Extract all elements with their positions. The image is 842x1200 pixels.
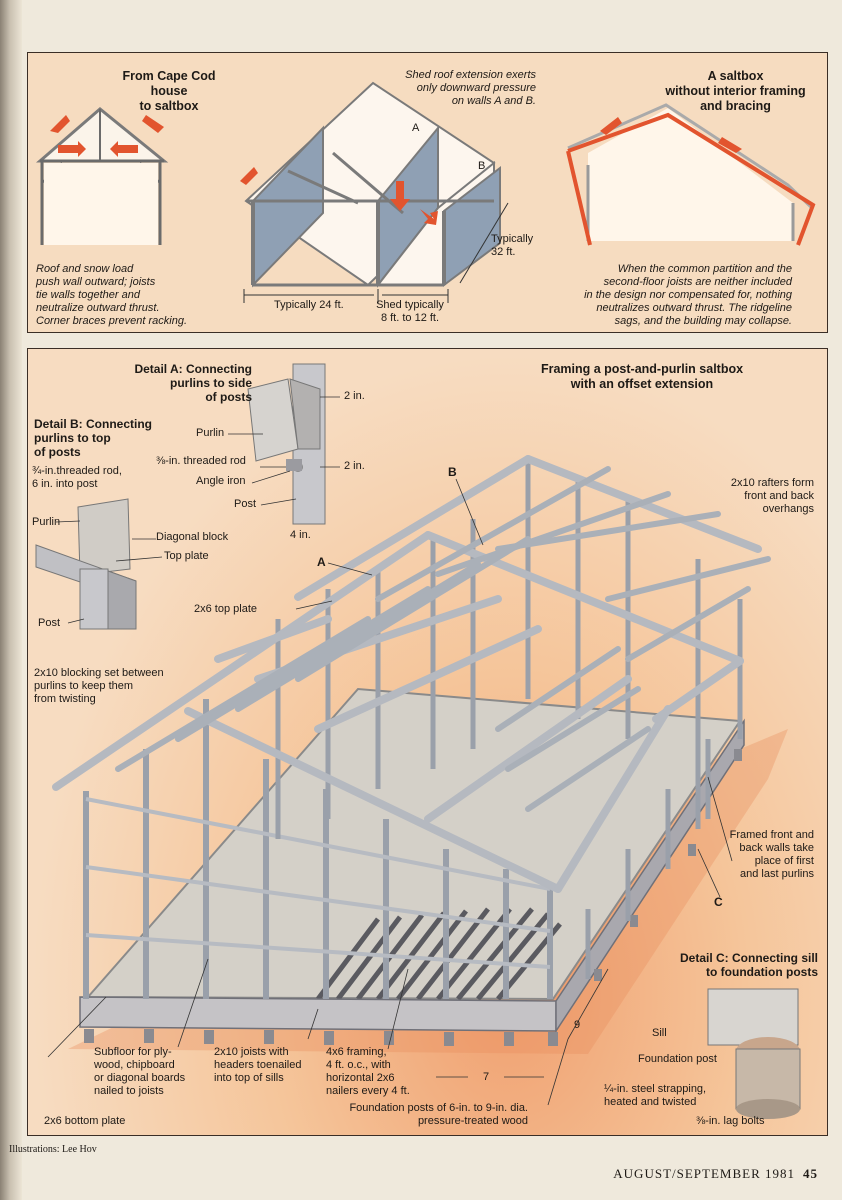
detail-a-rod: ⅜-in. threaded rod [156,455,246,467]
label-joists: 2x10 joists with headers toenailed into … [214,1046,302,1084]
label-bottom-plate: 2x6 bottom plate [44,1115,126,1127]
label-subfloor: Subfloor for ply- wood, chipboard or dia… [94,1046,186,1097]
detail-c-sill: Sill [652,1027,667,1039]
top-diagrams [35,81,816,303]
detail-a-dim-2in-mid: 2 in. [344,460,365,472]
shed-caption: Shed roof extension exerts only downward… [405,69,536,107]
detail-c-lag-bolts: ⅜-in. lag bolts [696,1115,765,1127]
dim-typically-24: Typically 24 ft. [274,299,344,311]
dim-shed-typical: Shed typically 8 ft. to 12 ft. [376,299,444,324]
top-illustration-panel: From Cape Cod house to saltbox Roof and … [27,52,828,333]
front-wall-posts [83,699,553,999]
cape-cod-arrows [50,115,164,157]
leader-lines [47,396,733,1106]
callout-c: C [714,895,723,909]
saltbox-title: A saltbox without interior framing and b… [665,69,806,113]
main-illustration-panel: Framing a post-and-purlin saltbox with a… [27,348,828,1136]
dim-9: 9 [574,1019,581,1031]
label-blocking: 2x10 blocking set between purlins to kee… [34,667,164,705]
front-wall-nailers [85,797,551,969]
detail-a-purlin: Purlin [196,427,225,439]
saltbox-collapse-diagram [566,103,816,246]
illustration-credit: Illustrations: Lee Hov [9,1144,97,1155]
main-title: Framing a post-and-purlin saltbox with a… [540,362,744,391]
detail-b-post: Post [38,617,61,629]
detail-a-title: Detail A: Connecting purlins to side of … [134,362,252,405]
label-framed-walls: Framed front and back walls take place o… [729,829,814,880]
label-foundation-posts: Foundation posts of 6-in. to 9-in. dia. … [349,1102,528,1127]
shed-arrows [240,167,438,225]
detail-c-drawing [707,988,801,1119]
page-footer: AUGUST/SEPTEMBER 1981 45 [613,1166,818,1182]
foundation-posts [84,749,742,1046]
detail-c-strapping: ¼-in. steel strapping, heated and twiste… [604,1083,707,1108]
detail-b-diagonal-block: Diagonal block [156,531,229,543]
detail-b-title: Detail B: Connecting purlins to top of p… [34,417,153,460]
shed-extension-diagram [244,81,501,288]
label-4x6-framing: 4x6 framing, 4 ft. o.c., with horizontal… [326,1046,410,1097]
detail-a-drawing [247,363,326,525]
saltbox-frame-illustration [35,363,801,1119]
label-top-plate: 2x6 top plate [194,603,257,615]
detail-a-dim-4in: 4 in. [290,529,311,541]
detail-a-dim-2in-top: 2 in. [344,390,365,402]
wall-a-label: A [412,122,420,134]
book-spine-shadow [0,0,22,1200]
detail-b-rod: ¾-in.threaded rod, 6 in. into post [32,465,122,490]
saltbox-arrows [600,117,742,153]
page-number: 45 [803,1166,818,1181]
cape-cod-title: From Cape Cod house to saltbox [122,69,216,113]
callout-a: A [317,555,326,569]
roof-rafters [115,466,771,812]
saltbox-caption: When the common partition and the second… [584,263,792,327]
detail-b-drawing [35,498,137,630]
top-plates-and-purlins [52,455,762,893]
sill-beam [79,996,557,1032]
dim-7: 7 [483,1071,490,1083]
detail-c-foundation-post: Foundation post [638,1053,717,1065]
detail-b-purlin: Purlin [32,516,61,528]
detail-a-angle-iron: Angle iron [196,475,246,487]
shed-dimension-lines [243,202,509,303]
callout-b: B [448,465,457,479]
wall-b-label: B [478,160,486,172]
dim-typically-32: Typically 32 ft. [491,233,534,258]
issue-date: AUGUST/SEPTEMBER 1981 [613,1166,795,1181]
detail-a-post: Post [234,498,257,510]
cape-cod-caption: Roof and snow load push wall outward; jo… [36,263,188,327]
detail-c-title: Detail C: Connecting sill to foundation … [679,951,818,980]
detail-b-top-plate: Top plate [164,550,209,562]
label-rafters: 2x10 rafters form front and back overhan… [730,477,814,515]
